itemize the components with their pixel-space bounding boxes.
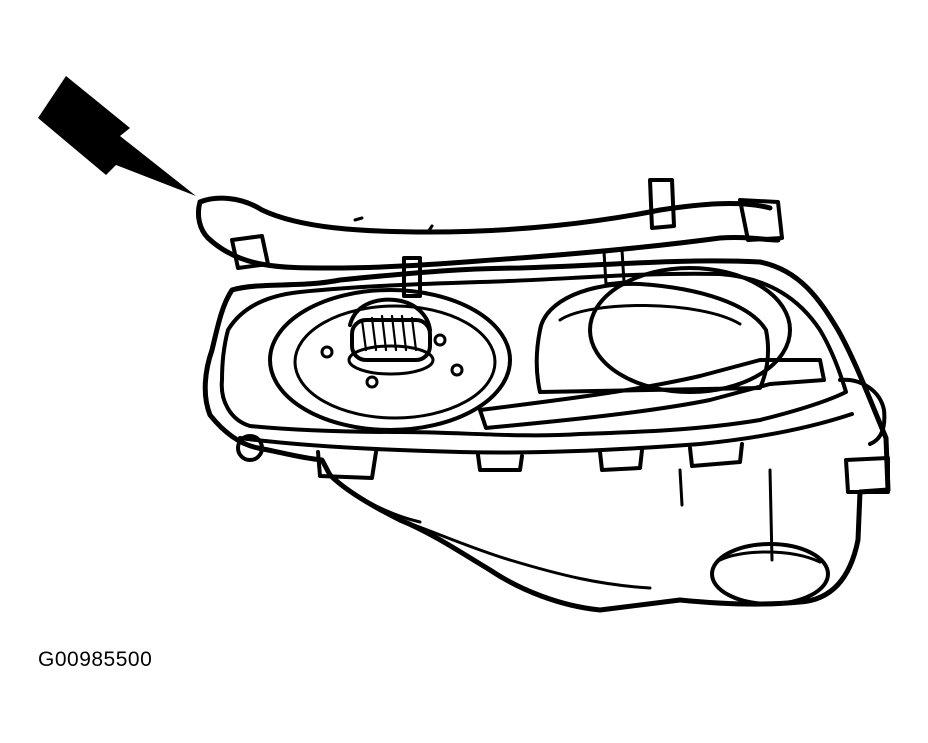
strainer-pipe xyxy=(195,178,826,430)
right-dome-assembly xyxy=(534,248,792,394)
case-housing xyxy=(202,258,891,613)
figure-id-label: G00985500 xyxy=(38,648,153,671)
left-gear-assembly xyxy=(268,256,512,432)
callout-arrow xyxy=(38,76,196,196)
technical-illustration xyxy=(38,76,891,613)
